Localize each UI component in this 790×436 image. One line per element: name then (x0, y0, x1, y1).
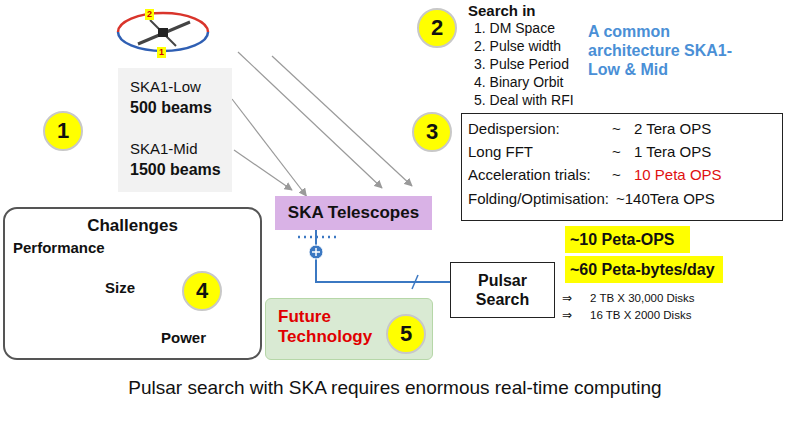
highlight-band: ~10 Peta-OPS (565, 226, 690, 253)
beam-line (272, 56, 412, 186)
process-box: Pulsar Search (450, 262, 555, 318)
list-item: 4. Binary Orbit (474, 74, 563, 91)
node-text: 500 beams (130, 98, 212, 117)
callout-number: 4 (182, 271, 222, 311)
beam-count-box: SKA1-Low 500 beamsSKA1-Mid 1500 beams (118, 68, 232, 192)
future-technology-box: 5 Future Technology (265, 298, 433, 360)
node-text: ~ (612, 166, 621, 184)
solar-panel (138, 22, 190, 44)
node-text: 5 (400, 321, 412, 347)
node-text: ~ (612, 143, 621, 161)
arrow-symbol: ⇒ (562, 291, 572, 305)
combiner-symbol (309, 245, 323, 259)
node-text: ~10 Peta-OPS (570, 230, 675, 249)
list-item: 5. Deal with RFI (474, 92, 574, 109)
node-text: 2 Tera OPS (634, 120, 711, 138)
arrow-symbol: ⇒ (562, 308, 572, 322)
node-text: ~140Tera OPS (616, 190, 715, 208)
node-text: 1 Tera OPS (634, 143, 711, 161)
telescope-box: SKA Telescopes (275, 196, 432, 230)
list-item: 2. Pulse width (474, 38, 561, 55)
satellite-body (158, 28, 168, 37)
callout-number: 3 (412, 112, 452, 152)
connector (232, 99, 306, 196)
callout-number: 2 (145, 9, 154, 20)
node-text: 10 Peta OPS (634, 166, 722, 184)
combiner-symbol (315, 248, 317, 256)
node-text: ~60 Peta-bytes/day (570, 260, 715, 279)
highlight-band: ~60 Peta-bytes/day (565, 256, 723, 283)
storage-note: 2 TB X 30,000 Disks (590, 292, 695, 306)
callout-number: 2 (417, 8, 457, 48)
node-text: Performance (13, 239, 105, 257)
node-text: Long FFT (468, 143, 533, 161)
architecture-note: A common architecture SKA1-Low & Mid (588, 22, 738, 79)
node-text: Acceleration trials: (468, 166, 591, 184)
node-text: Future Technology (278, 307, 386, 348)
callout-number: 1 (43, 111, 83, 151)
beam-dots (298, 236, 336, 239)
node-text: 1500 beams (130, 160, 221, 179)
node-text: Dedispersion: (468, 120, 560, 138)
node-text: ~ (612, 120, 621, 138)
node-text: SKA1-Mid (130, 140, 198, 158)
node-text: Power (161, 329, 206, 347)
node-text: Size (105, 279, 135, 297)
node-text: 3 (426, 119, 438, 145)
storage-note: 16 TB X 2000 Disks (590, 309, 691, 323)
node-text: SKA1-Low (130, 78, 201, 96)
node-text: 2 (431, 15, 443, 41)
list-heading: Search in (468, 2, 536, 20)
compute-table: Dedispersion: ~2 Tera OPS Long FFT ~1 Tera … (461, 113, 783, 221)
caption: Pulsar search with SKA requires enormous… (0, 377, 790, 400)
node-text: 4 (196, 278, 208, 304)
node-text: SKA Telescopes (288, 203, 419, 223)
beam-line (234, 150, 292, 190)
node-text: Pulsar Search (463, 271, 543, 309)
callout-number: 5 (386, 314, 426, 354)
list-item: 1. DM Space (474, 20, 555, 37)
satellite-boom (150, 20, 176, 46)
node-text: 1 (57, 118, 69, 144)
node-text: Challenges (5, 216, 260, 236)
node-text: Folding/Optimisation: (468, 190, 609, 208)
challenges-panel: 4 ChallengesPerformanceSizePower (3, 207, 262, 360)
satellite-illustration (118, 13, 208, 51)
list-item: 3. Pulse Period (474, 56, 569, 73)
bus-slash (412, 275, 418, 289)
connector (316, 230, 450, 282)
callout-number: 1 (157, 47, 166, 58)
